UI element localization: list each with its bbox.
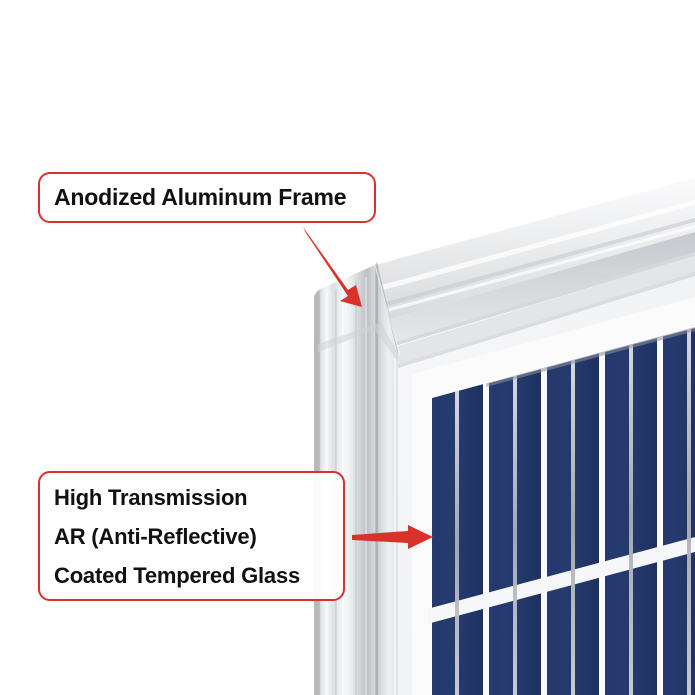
callout-high-transmission-glass: High Transmission AR (Anti-Reflective) C…	[38, 471, 345, 601]
callout-glass-line-1: High Transmission	[54, 485, 248, 511]
frame-top-rail	[318, 178, 695, 370]
callout-glass-line-2: AR (Anti-Reflective)	[54, 523, 257, 549]
callout-anodized-aluminum-frame: Anodized Aluminum Frame	[38, 172, 376, 223]
arrow-to-glass	[352, 525, 433, 549]
callout-arrows	[303, 227, 433, 549]
callout-glass-line-3: Coated Tempered Glass	[54, 562, 301, 588]
cell-row-gaps	[428, 537, 695, 628]
arrow-to-frame	[303, 227, 362, 307]
cell-busbars	[455, 328, 691, 695]
callout-frame-line-1: Anodized Aluminum Frame	[54, 184, 347, 210]
frame-corner-mitre	[318, 264, 401, 362]
